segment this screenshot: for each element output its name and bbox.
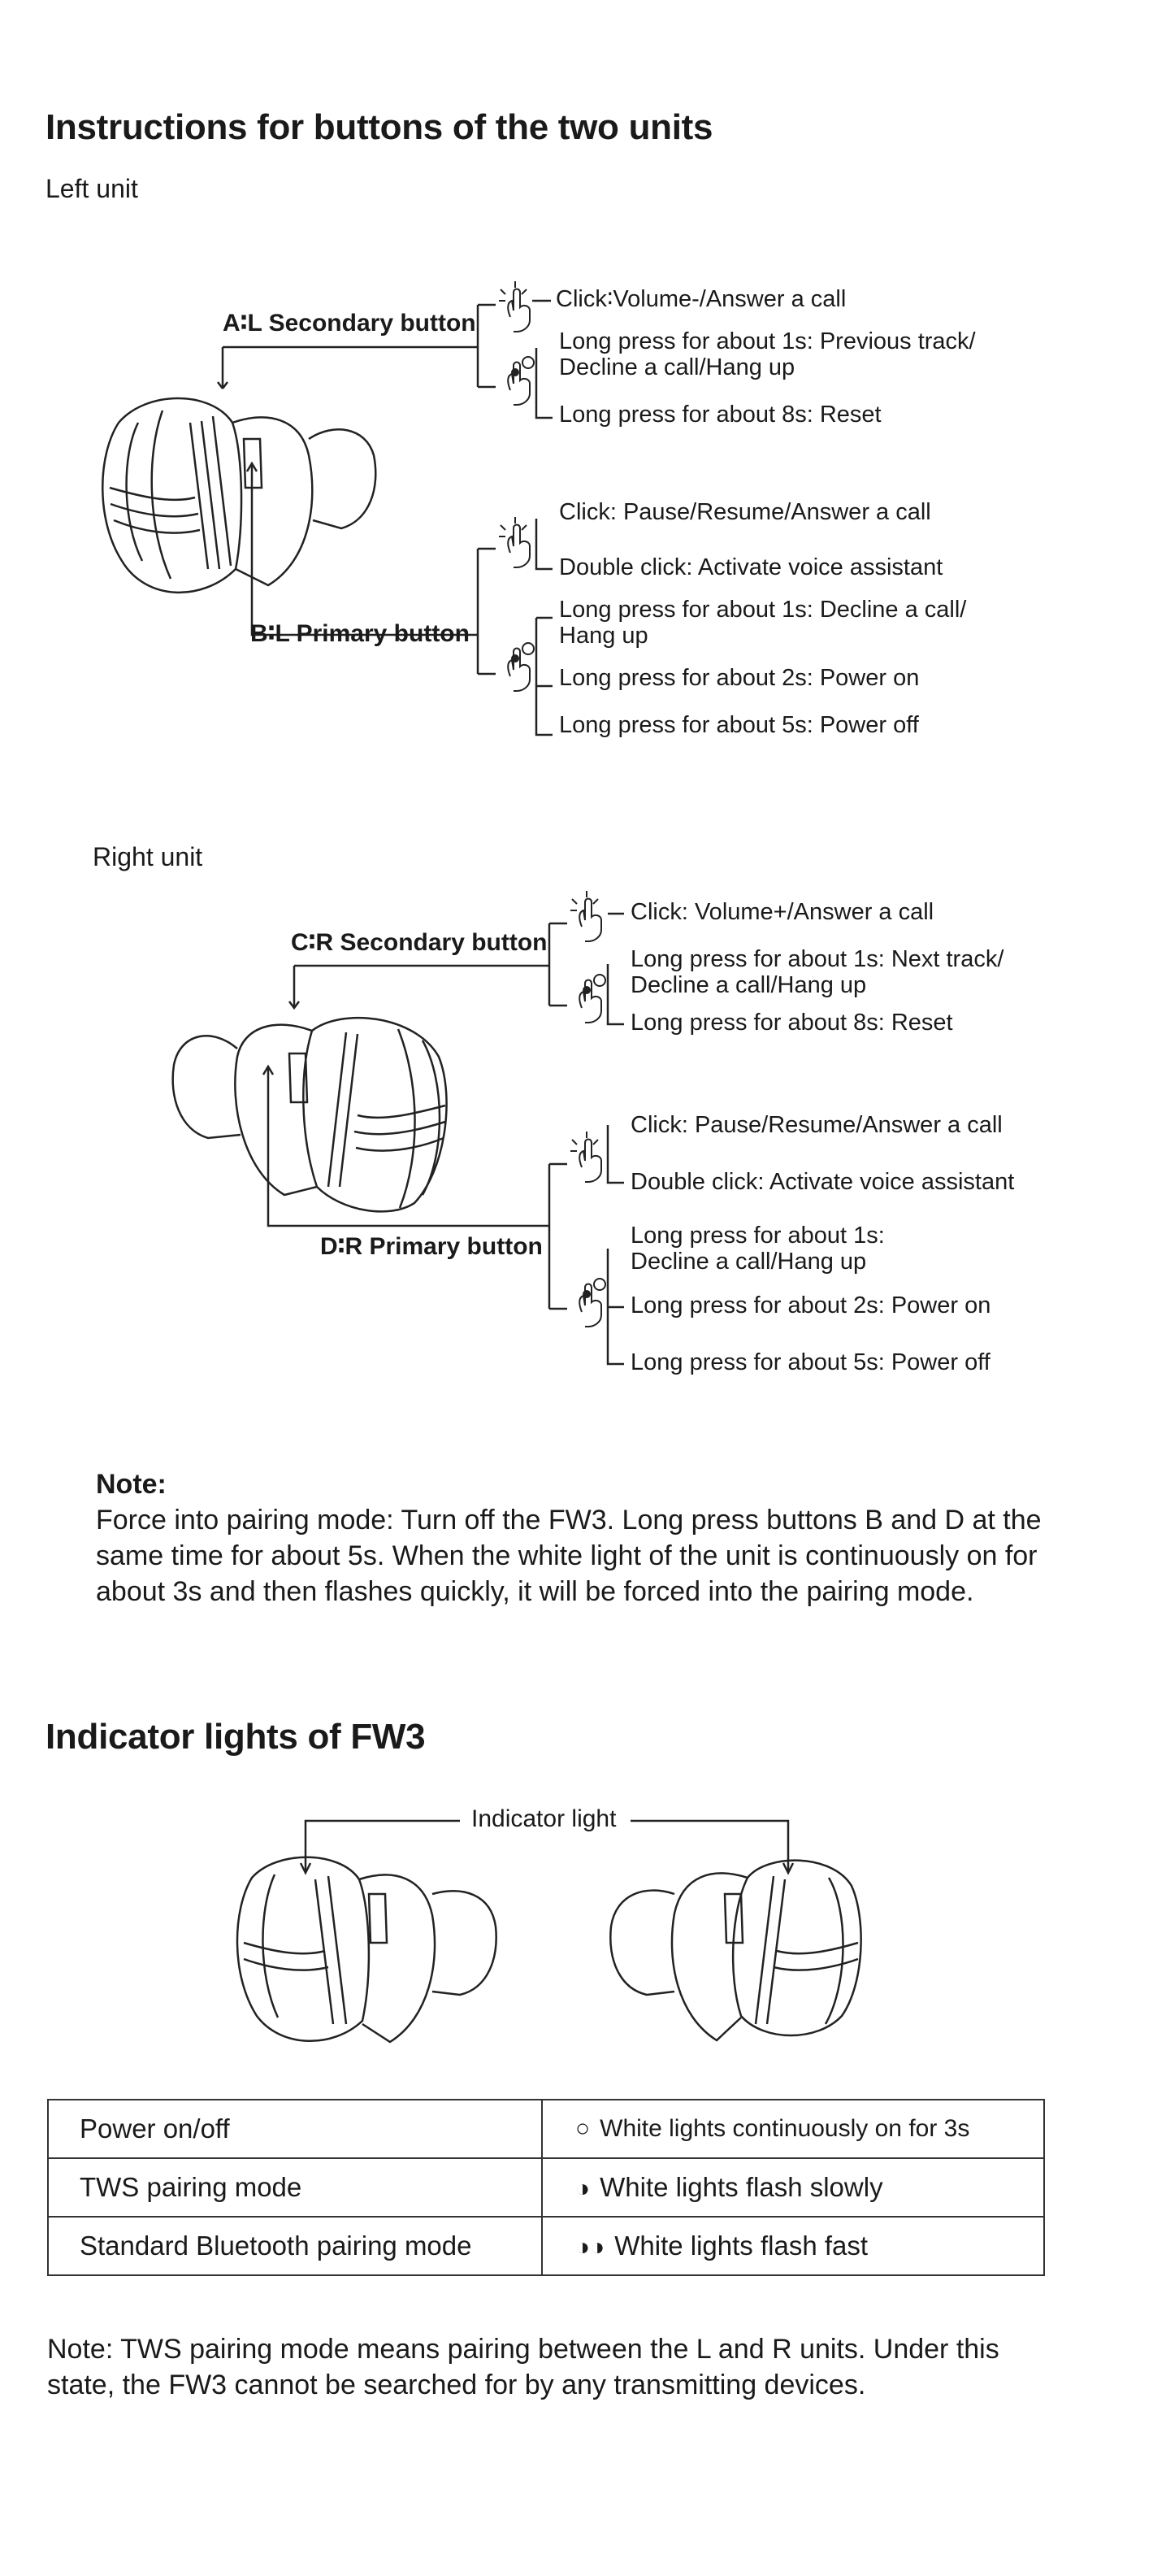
mode-cell: Power on/off — [47, 2099, 543, 2159]
button-b-action-long5: Long press for about 5s: Power off — [559, 712, 919, 738]
light-solid-icon: ○ — [575, 2115, 591, 2142]
indicator-light-label: Indicator light — [471, 1805, 617, 1832]
button-c-label: C∶R Secondary button — [291, 929, 548, 956]
button-a-label: A∶L Secondary button — [223, 310, 476, 337]
hand-icons — [499, 281, 606, 1327]
status-cell: ◑◑ White lights flash fast — [541, 2216, 1045, 2276]
button-a-action-click: Click∶Volume-/Answer a call — [556, 286, 847, 312]
indicator-diagram — [236, 1819, 862, 2044]
status-cell: ○ White lights continuously on for 3s — [541, 2099, 1045, 2159]
indicator-right-earbud — [609, 1859, 862, 2042]
button-d-action-long2: Long press for about 2s: Power on — [631, 1292, 991, 1318]
button-d-action-long5: Long press for about 5s: Power off — [631, 1349, 990, 1375]
button-c-action-long1-a: Long press for about 1s: Next track/ — [631, 946, 1004, 972]
status-text: White lights continuously on for 3s — [600, 2115, 970, 2142]
status-cell: ◑ White lights flash slowly — [541, 2157, 1045, 2218]
indicator-table: Power on/off ○ White lights continuously … — [47, 2099, 1045, 2276]
button-d-action-double: Double click: Activate voice assistant — [631, 1169, 1015, 1195]
mode-cell: TWS pairing mode — [47, 2157, 543, 2218]
button-a-action-long8: Long press for about 8s: Reset — [559, 402, 882, 428]
button-c-action-long1-b: Decline a call/Hang up — [631, 972, 867, 998]
button-b-action-long2: Long press for about 2s: Power on — [559, 665, 920, 691]
table-row: TWS pairing mode ◑ White lights flash slo… — [47, 2157, 1045, 2218]
button-d-action-click: Click: Pause/Resume/Answer a call — [631, 1112, 1003, 1138]
button-b-action-click: Click: Pause/Resume/Answer a call — [559, 499, 931, 525]
button-a-action-long1-b: Decline a call/Hang up — [559, 354, 795, 380]
button-d-action-long1-b: Decline a call/Hang up — [631, 1249, 867, 1275]
button-diagram-lines — [102, 281, 624, 1366]
table-row: Standard Bluetooth pairing mode ◑◑ White … — [47, 2216, 1045, 2276]
left-unit-heading: Left unit — [46, 174, 138, 203]
indicator-footnote: Note: TWS pairing mode means pairing bet… — [47, 2334, 999, 2400]
button-c-action-click: Click: Volume+/Answer a call — [631, 899, 934, 925]
button-d-label: D∶R Primary button — [320, 1233, 543, 1260]
table-row: Power on/off ○ White lights continuously … — [47, 2099, 1045, 2159]
section-title-buttons: Instructions for buttons of the two unit… — [46, 107, 713, 147]
button-b-action-long1-b: Hang up — [559, 623, 648, 649]
button-b-label: B∶L Primary button — [250, 620, 470, 647]
status-text: White lights flash slowly — [600, 2172, 883, 2202]
light-fast-flash-icon: ◑◑ — [575, 2234, 605, 2261]
mode-cell: Standard Bluetooth pairing mode — [47, 2216, 543, 2276]
note-heading: Note: — [96, 1469, 167, 1500]
right-earbud-illustration — [171, 1016, 448, 1213]
button-b-action-long1-a: Long press for about 1s: Decline a call/ — [559, 597, 967, 623]
right-unit-heading: Right unit — [93, 842, 203, 871]
note-text: Force into pairing mode: Turn off the FW… — [96, 1505, 1042, 1607]
button-d-action-long1-a: Long press for about 1s: — [631, 1223, 885, 1249]
button-b-action-double: Double click: Activate voice assistant — [559, 554, 943, 580]
button-a-action-long1-a: Long press for about 1s: Previous track/ — [559, 328, 976, 354]
section-title-indicator: Indicator lights of FW3 — [46, 1717, 426, 1757]
indicator-left-earbud — [236, 1856, 497, 2044]
left-earbud-illustration — [102, 397, 377, 593]
light-slow-flash-icon: ◑ — [575, 2175, 591, 2202]
status-text: White lights flash fast — [614, 2231, 869, 2261]
button-c-action-long8: Long press for about 8s: Reset — [631, 1010, 953, 1036]
